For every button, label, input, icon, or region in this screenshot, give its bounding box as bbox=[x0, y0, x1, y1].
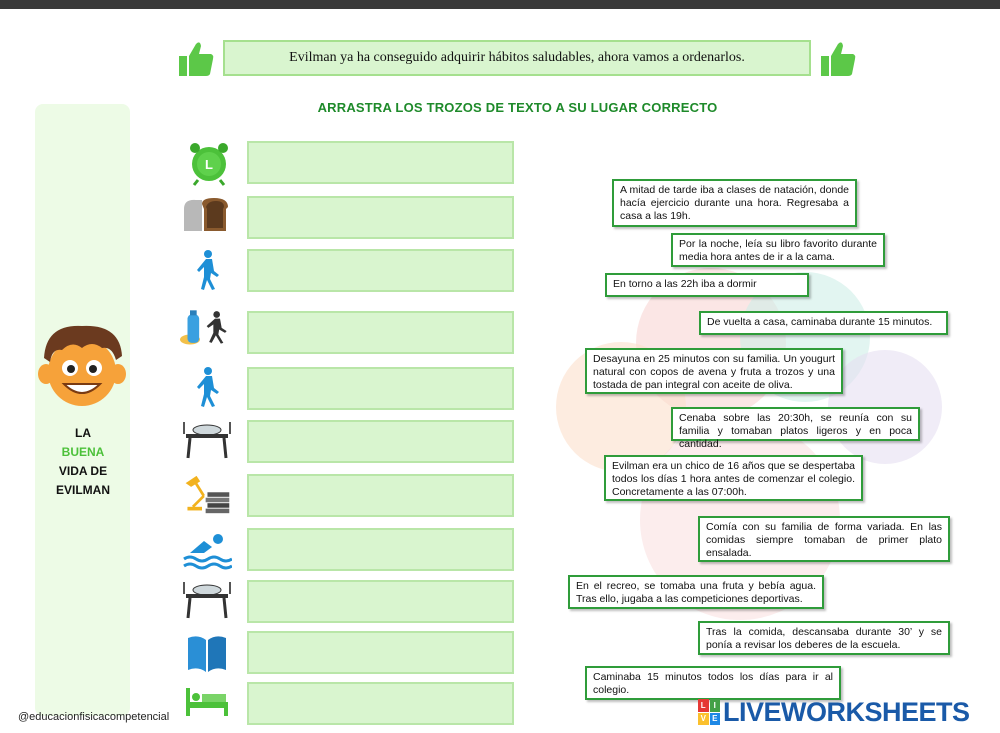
drop-slot-3[interactable] bbox=[247, 249, 514, 292]
draggable-card-10[interactable]: Tras la comida, descansaba durante 30’ y… bbox=[698, 621, 950, 655]
sidebar-title-line4: EVILMAN bbox=[56, 483, 110, 497]
sidebar-title-line1: LA bbox=[75, 426, 91, 440]
draggable-card-2[interactable]: Por la noche, leía su libro favorito dur… bbox=[671, 233, 885, 267]
draggable-card-8[interactable]: Comía con su familia de forma variada. E… bbox=[698, 516, 950, 562]
open-book-icon bbox=[188, 636, 226, 672]
swimmer-icon bbox=[183, 534, 232, 570]
draggable-card-6[interactable]: Cenaba sobre las 20:30h, se reunía con s… bbox=[671, 407, 920, 450]
instruction-banner: Evilman ya ha conseguido adquirir hábito… bbox=[223, 40, 811, 76]
liveworksheets-logo[interactable]: L I V E LIVEWORKSHEETS bbox=[698, 696, 970, 727]
top-bar bbox=[0, 0, 1000, 9]
svg-text:L: L bbox=[205, 157, 213, 172]
logo-letter-v: V bbox=[698, 712, 709, 725]
drop-slot-6[interactable] bbox=[247, 420, 514, 463]
draggable-card-4[interactable]: De vuelta a casa, caminaba durante 15 mi… bbox=[699, 311, 948, 335]
bread-toast-icon bbox=[184, 198, 228, 231]
drop-slot-4[interactable] bbox=[247, 311, 514, 354]
liveworksheets-logo-mark: L I V E bbox=[698, 699, 720, 725]
alarm-clock-icon: L bbox=[190, 143, 228, 186]
water-bottle-runner-icon bbox=[180, 310, 227, 345]
logo-letter-l: L bbox=[698, 699, 709, 712]
page-subtitle: ARRASTRA LOS TROZOS DE TEXTO A SU LUGAR … bbox=[317, 100, 718, 115]
drop-slot-9[interactable] bbox=[247, 580, 514, 623]
bed-icon bbox=[186, 688, 228, 716]
drop-slot-5[interactable] bbox=[247, 367, 514, 410]
logo-letter-e: E bbox=[709, 712, 720, 725]
draggable-card-7[interactable]: Evilman era un chico de 16 años que se d… bbox=[604, 455, 863, 501]
walking-person-icon bbox=[197, 367, 219, 407]
boy-face-icon bbox=[38, 325, 126, 406]
liveworksheets-logo-text: LIVEWORKSHEETS bbox=[723, 696, 970, 727]
draggable-card-3[interactable]: En torno a las 22h iba a dormir bbox=[605, 273, 809, 297]
desk-lamp-books-icon bbox=[185, 475, 230, 514]
thumbs-up-icon bbox=[821, 42, 856, 76]
drop-slot-11[interactable] bbox=[247, 682, 514, 725]
walking-person-icon bbox=[197, 250, 219, 290]
thumbs-up-icon bbox=[179, 42, 214, 76]
logo-letter-i: I bbox=[709, 699, 720, 712]
drop-slot-1[interactable] bbox=[247, 141, 514, 184]
draggable-card-1[interactable]: A mitad de tarde iba a clases de natació… bbox=[612, 179, 857, 227]
dining-table-icon bbox=[183, 582, 231, 619]
drop-slot-8[interactable] bbox=[247, 528, 514, 571]
sidebar-title-line2: BUENA bbox=[61, 445, 105, 459]
instruction-text: Evilman ya ha conseguido adquirir hábito… bbox=[289, 50, 745, 65]
drop-slot-7[interactable] bbox=[247, 474, 514, 517]
sidebar-title-line3: VIDA DE bbox=[58, 464, 108, 478]
sidebar-title: LA BUENA VIDA DE EVILMAN bbox=[38, 424, 128, 500]
author-credit: @educacionfisicacompetencial bbox=[18, 711, 170, 723]
draggable-card-5[interactable]: Desayuna en 25 minutos con su familia. U… bbox=[585, 348, 843, 394]
drop-slot-2[interactable] bbox=[247, 196, 514, 239]
dining-table-icon bbox=[183, 422, 231, 459]
drop-slot-10[interactable] bbox=[247, 631, 514, 674]
draggable-card-9[interactable]: En el recreo, se tomaba una fruta y bebí… bbox=[568, 575, 824, 609]
draggable-card-11[interactable]: Caminaba 15 minutos todos los días para … bbox=[585, 666, 841, 700]
sidebar-panel bbox=[35, 104, 130, 716]
